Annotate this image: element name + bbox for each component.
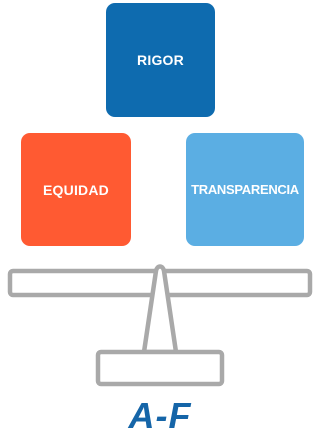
scale-base	[95, 349, 225, 387]
equidad-box: EQUIDAD	[21, 133, 131, 246]
transparencia-label: TRANSPARENCIA	[191, 182, 299, 197]
footer-label: A-F	[128, 395, 192, 436]
rigor-label: RIGOR	[137, 52, 184, 68]
scale-fulcrum	[141, 264, 179, 355]
transparencia-box: TRANSPARENCIA	[186, 133, 304, 246]
equidad-label: EQUIDAD	[43, 181, 109, 198]
rigor-box: RIGOR	[106, 3, 215, 117]
